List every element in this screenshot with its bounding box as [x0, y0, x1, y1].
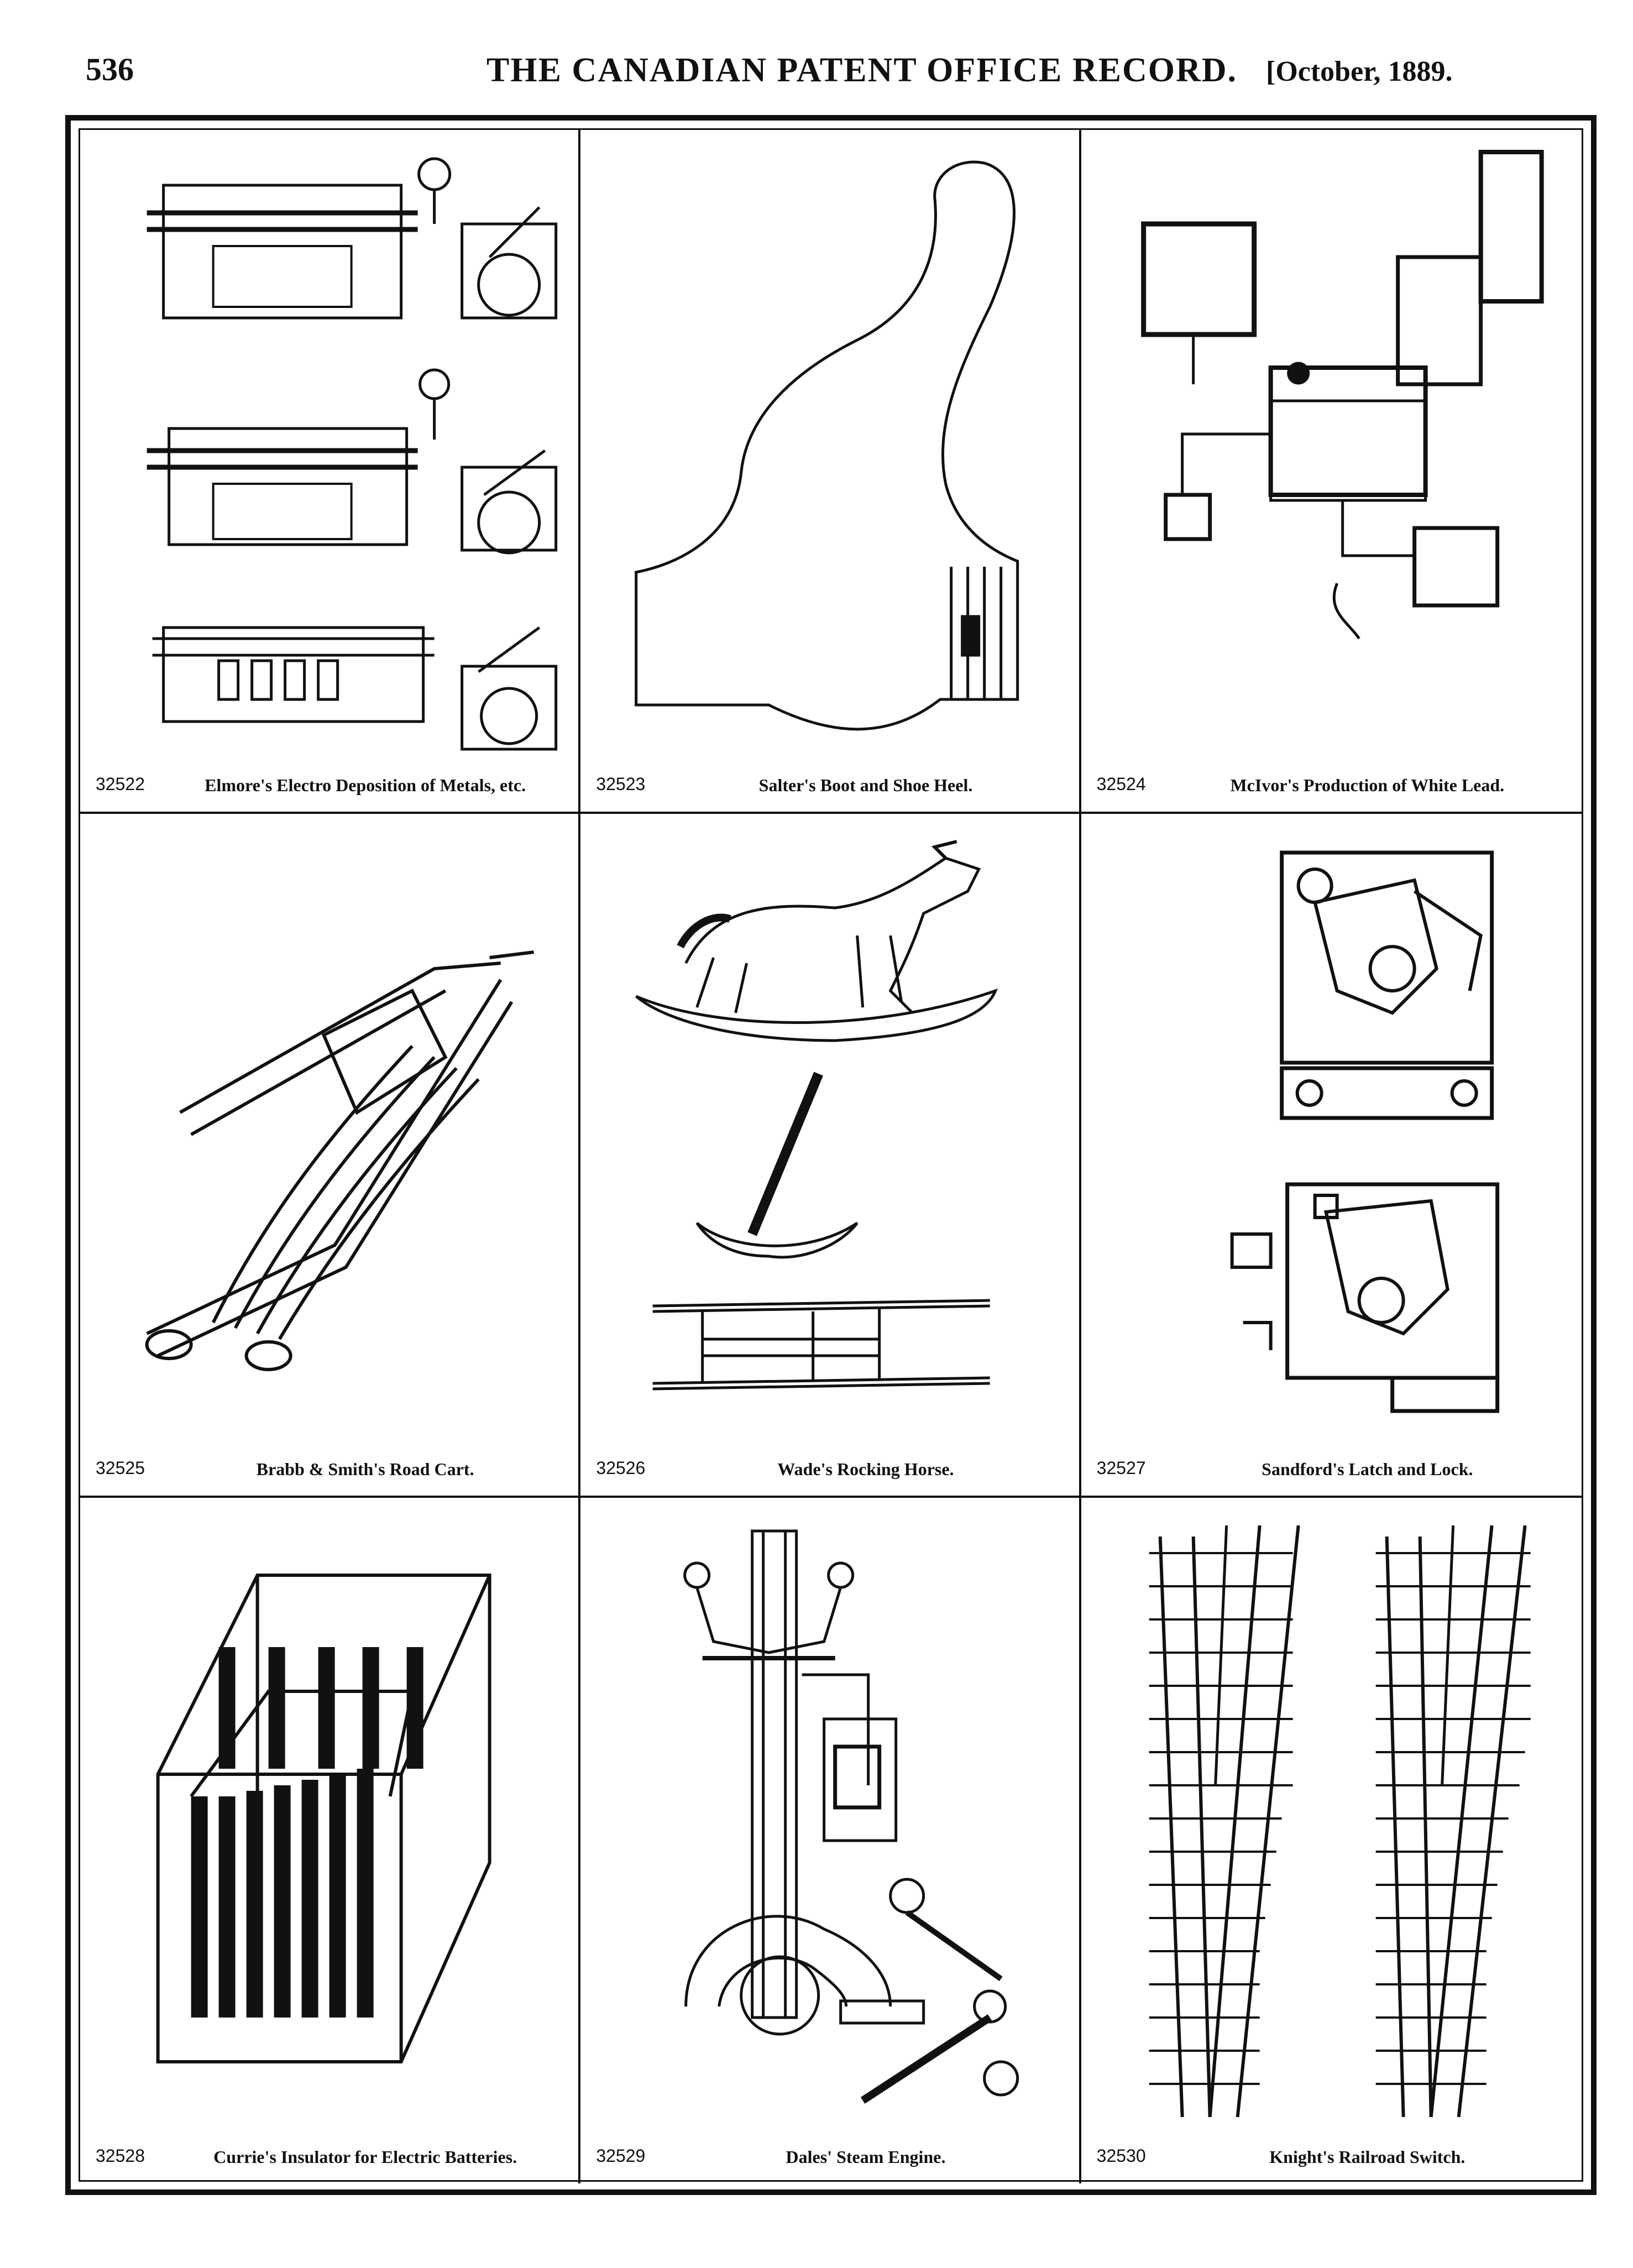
- patent-number: 32525: [96, 1458, 145, 1478]
- railroad-switch-drawing: [1149, 1525, 1531, 2118]
- patent-number: 32523: [596, 774, 646, 794]
- electro-deposition-drawing: [146, 157, 558, 751]
- patent-cell-32530: 32530 Knight's Railroad Switch.: [1081, 1498, 1582, 2183]
- patent-title: Elmore's Electro Deposition of Metals, e…: [205, 775, 526, 795]
- journal-title: THE CANADIAN PATENT OFFICE RECORD.: [486, 51, 1238, 89]
- patent-grid: 32522 Elmore's Electro Deposition of Met…: [80, 130, 1582, 2183]
- patent-number: 32522: [96, 774, 145, 794]
- patent-number: 32524: [1096, 774, 1146, 794]
- patent-caption: 32529 Dales' Steam Engine.: [580, 2140, 1079, 2173]
- rocking-horse-drawing: [635, 840, 998, 1391]
- illustration-frame: 32522 Elmore's Electro Deposition of Met…: [65, 115, 1597, 2195]
- patent-title: Wade's Rocking Horse.: [777, 1459, 954, 1479]
- patent-caption: 32524 McIvor's Production of White Lead.: [1081, 769, 1582, 802]
- page-header: 536 THE CANADIAN PATENT OFFICE RECORD. […: [0, 0, 1633, 119]
- patent-cell-32528: 32528 Currie's Insulator for Electric Ba…: [80, 1498, 581, 2183]
- page-number: 536: [86, 51, 134, 87]
- illustration-inner-border: 32522 Elmore's Electro Deposition of Met…: [78, 128, 1583, 2183]
- patent-title: Brabb & Smith's Road Cart.: [256, 1459, 474, 1479]
- patent-caption: 32530 Knight's Railroad Switch.: [1081, 2140, 1582, 2173]
- white-lead-apparatus-drawing: [1140, 150, 1544, 640]
- patent-cell-32525: 32525 Brabb & Smith's Road Cart.: [80, 814, 581, 1498]
- patent-cell-32523: 32523 Salter's Boot and Shoe Heel.: [580, 130, 1081, 814]
- patent-title: Knight's Railroad Switch.: [1269, 2147, 1465, 2167]
- patent-number: 32528: [96, 2146, 145, 2166]
- latch-lock-drawing: [1230, 850, 1499, 1413]
- patent-number: 32526: [596, 1458, 646, 1478]
- patent-number: 32527: [1096, 1458, 1146, 1478]
- road-cart-drawing: [145, 950, 535, 1371]
- patent-cell-32526: 32526 Wade's Rocking Horse.: [580, 814, 1081, 1498]
- patent-caption: 32523 Salter's Boot and Shoe Heel.: [580, 769, 1079, 802]
- patent-cell-32529: 32529 Dales' Steam Engine.: [580, 1498, 1081, 2183]
- issue-date: [October, 1889.: [1266, 56, 1453, 87]
- patent-caption: 32526 Wade's Rocking Horse.: [580, 1452, 1079, 1486]
- boot-heel-drawing: [635, 160, 1019, 731]
- patent-number: 32530: [1096, 2146, 1146, 2166]
- patent-caption: 32525 Brabb & Smith's Road Cart.: [80, 1452, 578, 1486]
- patent-cell-32522: 32522 Elmore's Electro Deposition of Met…: [80, 130, 581, 814]
- patent-title: Dales' Steam Engine.: [786, 2147, 946, 2167]
- steam-engine-drawing: [683, 1529, 1019, 2104]
- patent-caption: 32522 Elmore's Electro Deposition of Met…: [80, 769, 578, 802]
- patent-cell-32527: 32527 Sandford's Latch and Lock.: [1081, 814, 1582, 1498]
- patent-number: 32529: [596, 2146, 646, 2166]
- patent-title: Currie's Insulator for Electric Batterie…: [213, 2147, 517, 2167]
- patent-title: McIvor's Production of White Lead.: [1230, 775, 1505, 795]
- patent-cell-32524: 32524 McIvor's Production of White Lead.: [1081, 130, 1582, 814]
- patent-caption: 32528 Currie's Insulator for Electric Ba…: [80, 2140, 578, 2173]
- patent-title: Sandford's Latch and Lock.: [1262, 1459, 1473, 1479]
- battery-insulator-drawing: [156, 1574, 491, 2063]
- patent-caption: 32527 Sandford's Latch and Lock.: [1081, 1452, 1582, 1486]
- patent-title: Salter's Boot and Shoe Heel.: [758, 775, 973, 795]
